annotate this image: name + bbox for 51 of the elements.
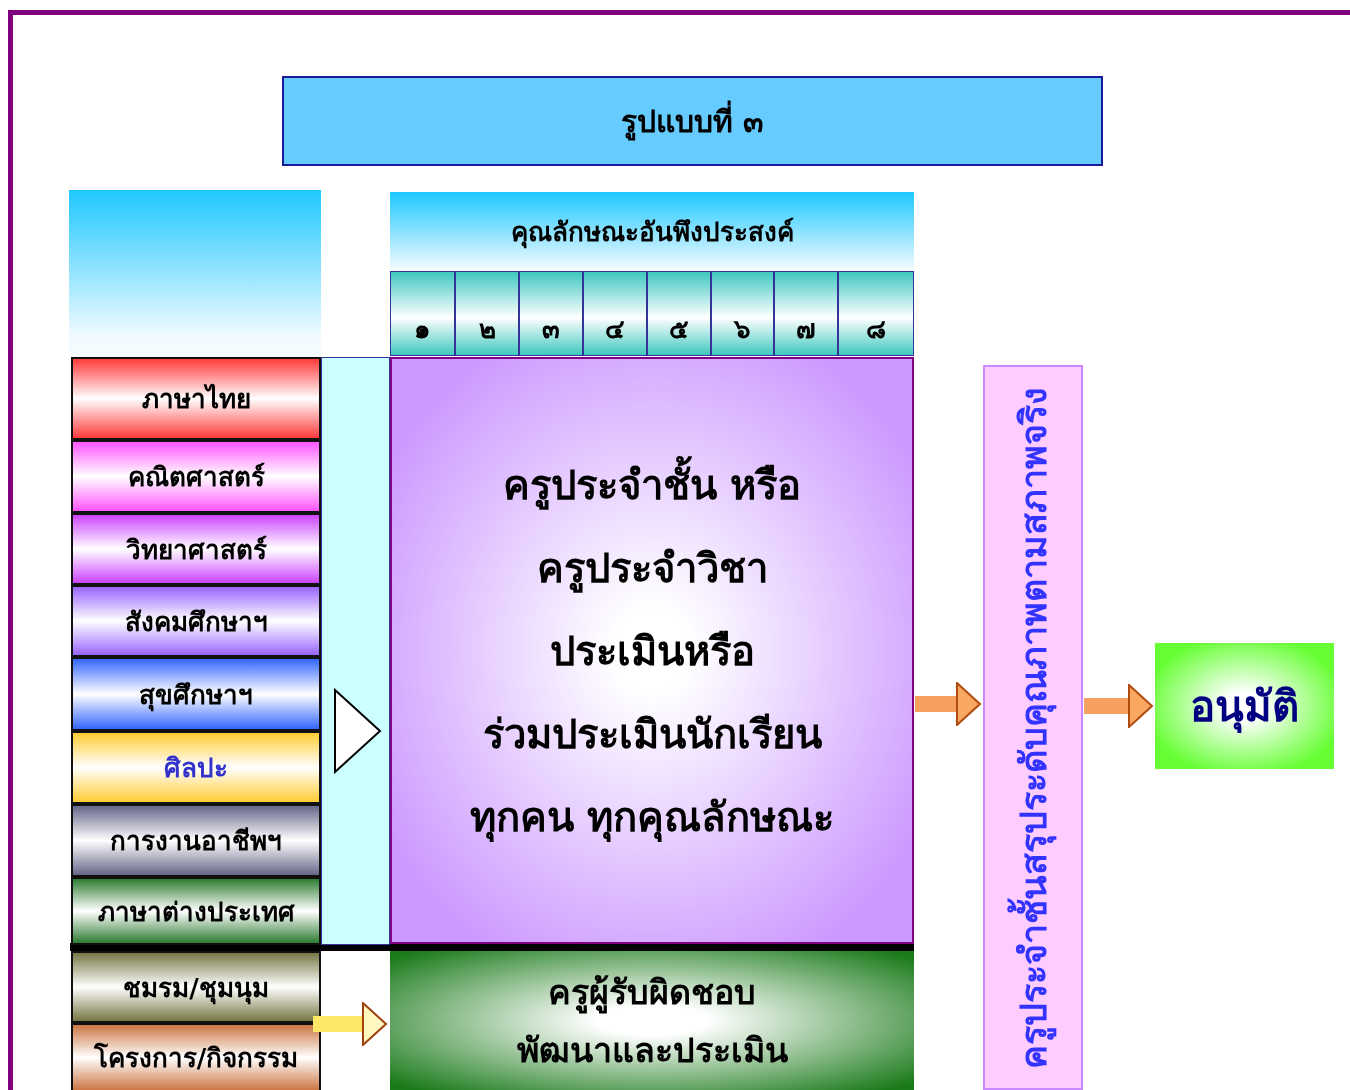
- subject-label: คณิตศาสตร์: [127, 461, 265, 494]
- block-arrow: [1084, 684, 1153, 728]
- subject-label: ศิลปะ: [164, 752, 228, 785]
- process-text: ครูผู้รับผิดชอบ พัฒนาและประเมิน: [515, 970, 789, 1072]
- number-label: ๗: [796, 313, 816, 346]
- number-label: ๘: [866, 313, 886, 346]
- block-arrow: [313, 1002, 387, 1046]
- subject-label: ภาษาต่างประเทศ: [97, 895, 295, 929]
- column-header: [390, 271, 455, 356]
- number-label: ๓: [542, 313, 560, 346]
- column-header: [774, 271, 838, 356]
- process-box: [390, 357, 914, 944]
- column-header: [838, 271, 914, 356]
- column-header: [455, 271, 519, 356]
- subject-box: [71, 585, 321, 657]
- subject-box: [71, 440, 321, 513]
- subject-label: สุขศึกษาฯ: [139, 678, 253, 714]
- subject-box: [71, 804, 321, 877]
- subject-box: [71, 877, 321, 945]
- subject-box: [71, 357, 321, 440]
- subject-box: [71, 951, 321, 1023]
- title-box: รูปแบบที่ ๓: [282, 76, 1103, 166]
- subject-label: วิทยาศาสตร์: [125, 533, 267, 567]
- number-label: ๑: [414, 313, 431, 346]
- column-header: [647, 271, 711, 356]
- result-box: [1155, 643, 1334, 769]
- number-label: ๕: [669, 313, 689, 346]
- subject-box: [71, 731, 321, 804]
- subject-label: โครงการ/กิจกรรม: [93, 1041, 299, 1075]
- number-label: ๔: [605, 313, 625, 346]
- subject-box: [71, 657, 321, 731]
- column-header: [711, 271, 774, 356]
- result-label: อนุมัติ: [1190, 681, 1299, 735]
- process-box: [390, 951, 914, 1090]
- subject-box: [71, 513, 321, 585]
- summary-text: ครูประจำชั้นสรุประดับคุณภาพตามสภาพจริง: [991, 376, 1075, 1079]
- subject-label: ชมรม/ชุมนุม: [123, 971, 269, 1007]
- subject-label: การงานอาชีพฯ: [110, 825, 282, 858]
- column-header: [519, 271, 583, 356]
- block-arrow: [915, 682, 981, 726]
- side-bar: [321, 357, 390, 945]
- process-text: ครูประจำชั้น หรือ ครูประจำวิชา ประเมินหรือ ร่วมประเมินนักเรียน ทุกคน ทุกคุณลักษณะ: [454, 443, 850, 858]
- number-label: ๒: [478, 313, 496, 346]
- column-header: [583, 271, 647, 356]
- subject-label: สังคมศึกษาฯ: [124, 605, 268, 639]
- header-label: คุณลักษณะอันพึงประสงค์: [510, 216, 794, 251]
- header-box: [390, 192, 914, 271]
- subject-label: ภาษาไทย: [141, 382, 251, 416]
- summary-box: [983, 365, 1083, 1090]
- subject-box: [71, 1023, 321, 1090]
- number-label: ๖: [734, 313, 751, 346]
